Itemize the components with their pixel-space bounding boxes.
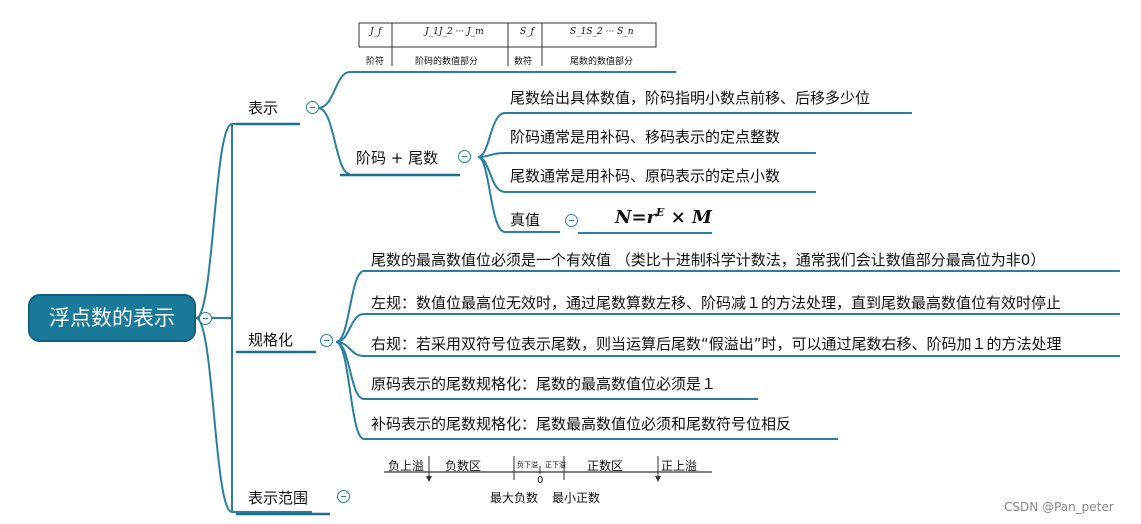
normalize-item-2: 左规：数值位最高位无效时，通过尾数算数左移、阶码减１的方法处理，直到尾数最高数值…	[371, 294, 1062, 312]
collapse-icon[interactable]	[565, 214, 578, 227]
normalize-item-1: 尾数的最高数值位必须是一个有效值 （类比十进制科学计数法，通常我们会让数值部分最…	[371, 251, 1046, 269]
exp-item-1: 尾数给出具体数值，阶码指明小数点前移、后移多少位	[510, 89, 871, 107]
cell-s-values: S_1S_2 ··· S_n	[570, 27, 634, 37]
caption-mantissa-sign: 数符	[514, 57, 533, 67]
pos-region-label: 正数区	[587, 459, 624, 473]
branch-range[interactable]: 表示范围	[248, 489, 309, 507]
neg-overflow-label: 负上溢	[388, 459, 425, 473]
normalize-item-3: 右规：若采用双符号位表示尾数，则当运算后尾数“假溢出”时，可以通过尾数右移、阶码…	[371, 335, 1062, 353]
root-node[interactable]: 浮点数的表示	[28, 294, 196, 342]
min-positive-label: 最小正数	[552, 491, 601, 505]
true-value-node[interactable]: 真值	[510, 211, 541, 229]
cell-j-values: J_1J_2 ··· J_m	[425, 27, 484, 37]
pos-underflow-label: 正下溢	[545, 461, 566, 469]
cell-sf: S_f	[520, 27, 534, 37]
branch-normalize[interactable]: 规格化	[248, 331, 294, 349]
float-format-figure	[358, 22, 657, 66]
zero-label: 0	[537, 475, 544, 486]
max-negative-label: 最大负数	[490, 491, 539, 505]
pos-overflow-label: 正上溢	[661, 459, 698, 473]
neg-underflow-label: 负下溢	[517, 461, 538, 469]
watermark: CSDN @Pan_peter	[1004, 500, 1114, 514]
neg-region-label: 负数区	[445, 459, 482, 473]
range-number-line	[384, 456, 712, 482]
caption-exp-sign: 阶符	[366, 57, 385, 67]
caption-mantissa-value: 尾数的数值部分	[570, 57, 634, 67]
exp-item-2: 阶码通常是用补码、移码表示的定点整数	[510, 128, 781, 146]
exp-item-3: 尾数通常是用补码、原码表示的定点小数	[510, 167, 781, 185]
normalize-item-5: 补码表示的尾数规格化：尾数最高数值位必须和尾数符号位相反	[371, 415, 792, 433]
branch-represent[interactable]: 表示	[248, 99, 279, 117]
collapse-icon[interactable]	[337, 490, 350, 503]
collapse-icon[interactable]	[199, 312, 212, 325]
normalize-item-4: 原码表示的尾数规格化：尾数的最高数值位必须是１	[371, 375, 717, 393]
true-value-formula: N=rE × M	[615, 206, 712, 228]
exponent-mantissa-node[interactable]: 阶码 + 尾数	[356, 149, 439, 167]
cell-jf: J_f	[370, 27, 382, 37]
collapse-icon[interactable]	[306, 101, 319, 114]
collapse-icon[interactable]	[320, 334, 333, 347]
caption-exp-value: 阶码的数值部分	[415, 57, 479, 67]
collapse-icon[interactable]	[458, 150, 471, 163]
